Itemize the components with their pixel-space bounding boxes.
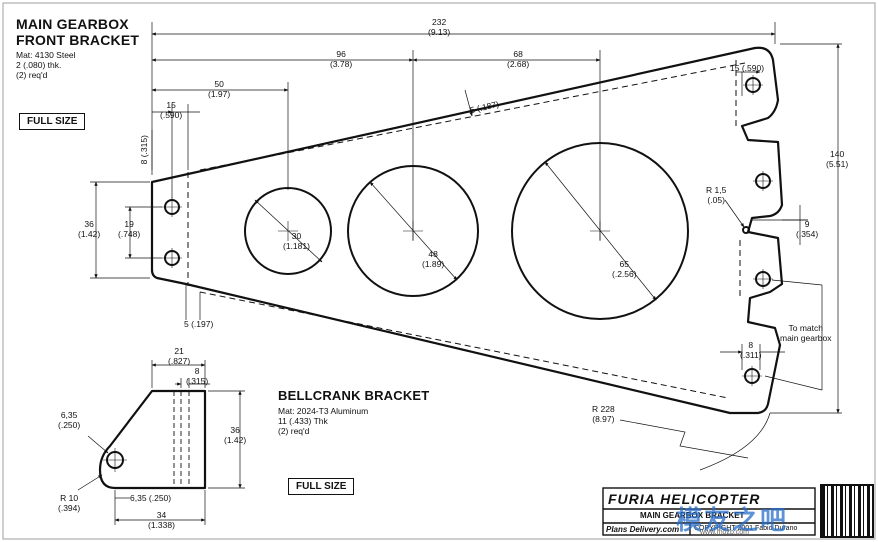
dim-hole-48: 48(1.89) — [422, 249, 445, 269]
bellcrank-thickness: 11 (.433) Thk — [278, 416, 328, 426]
bc-dim-hole: 6,35(.250) — [58, 410, 81, 430]
title-block-drawing-name: MAIN GEARBOX BRACKET — [640, 511, 745, 520]
bellcrank-title: BELLCRANK BRACKET — [278, 388, 430, 403]
dim-96: 96(3.78) — [330, 49, 353, 69]
dim-height-140: 140(5.51) — [826, 149, 849, 169]
watermark-url: www.mozb.com — [700, 529, 750, 536]
main-bracket-title-1: MAIN GEARBOX — [16, 16, 129, 32]
main-bracket-scale-label: FULL SIZE — [19, 113, 86, 130]
bellcrank-scale-label: FULL SIZE — [288, 478, 355, 495]
dim-15: 15(.590) — [160, 100, 183, 120]
bellcrank-hole — [103, 448, 127, 472]
dim-hole-65: 65(.2.56) — [612, 259, 637, 279]
main-bracket-material: Mat: 4130 Steel — [16, 50, 76, 60]
title-block-brand: FURIA HELICOPTER — [608, 491, 761, 507]
dim-radius-228: R 228(8.97) — [592, 404, 615, 424]
bc-dim-34: 34(1.338) — [148, 510, 175, 530]
dim-68: 68(2.68) — [507, 49, 530, 69]
bellcrank-dimensions — [77, 360, 245, 525]
title-block-frame — [602, 487, 816, 536]
dim-right-15: 15 (.590) — [730, 63, 765, 73]
main-bracket-thickness: 2 (.080) thk. — [16, 60, 62, 70]
center-marks — [162, 75, 773, 386]
bellcrank-hidden-lines — [173, 391, 190, 488]
bc-dim-21: 21(.827) — [168, 346, 191, 366]
bellcrank-required: (2) req'd — [278, 426, 310, 436]
dim-right-8: 8(.311) — [740, 340, 762, 360]
dim-hole-30: 30(1.181) — [283, 231, 310, 251]
main-bracket-holes — [164, 77, 771, 384]
main-bracket-title-2: FRONT BRACKET — [16, 32, 140, 48]
dim-height-36: 36(1.42) — [78, 219, 101, 239]
bc-dim-8: 8(.315) — [186, 366, 209, 386]
dim-holes-19: 19(.748) — [118, 219, 141, 239]
bc-dim-bottom-6-35: 6,35 (.250) — [130, 493, 172, 503]
dim-notch-9: 9(.354) — [796, 219, 819, 239]
main-bracket-bend-lines — [187, 60, 746, 399]
dim-50: 50(1.97) — [208, 79, 231, 99]
main-bracket-dimensions — [90, 22, 842, 471]
main-bracket-outline — [150, 46, 784, 415]
watermark-text: 模友之吧 — [676, 505, 789, 535]
bc-dim-36: 36(1.42) — [224, 425, 247, 445]
dim-flange-5-bottom: 5 (.197) — [184, 319, 214, 329]
qr-code-icon — [820, 484, 874, 538]
dim-overall-width: 232(9.13) — [428, 17, 451, 37]
main-bracket-required: (2) req'd — [16, 70, 48, 80]
bellcrank-material: Mat: 2024-T3 Aluminum — [278, 406, 369, 416]
dim-edge-8: 8 (.315) — [138, 135, 149, 165]
title-block-copyright: COPYRIGHT 2001 Fabio Durano — [694, 525, 798, 532]
dim-radius-1-5: R 1,5(.05) — [706, 185, 727, 205]
title-block-website: Plans Delivery.com — [606, 525, 680, 534]
bc-dim-radius-10: R 10(.394) — [58, 493, 81, 513]
notch-radius — [742, 226, 750, 234]
